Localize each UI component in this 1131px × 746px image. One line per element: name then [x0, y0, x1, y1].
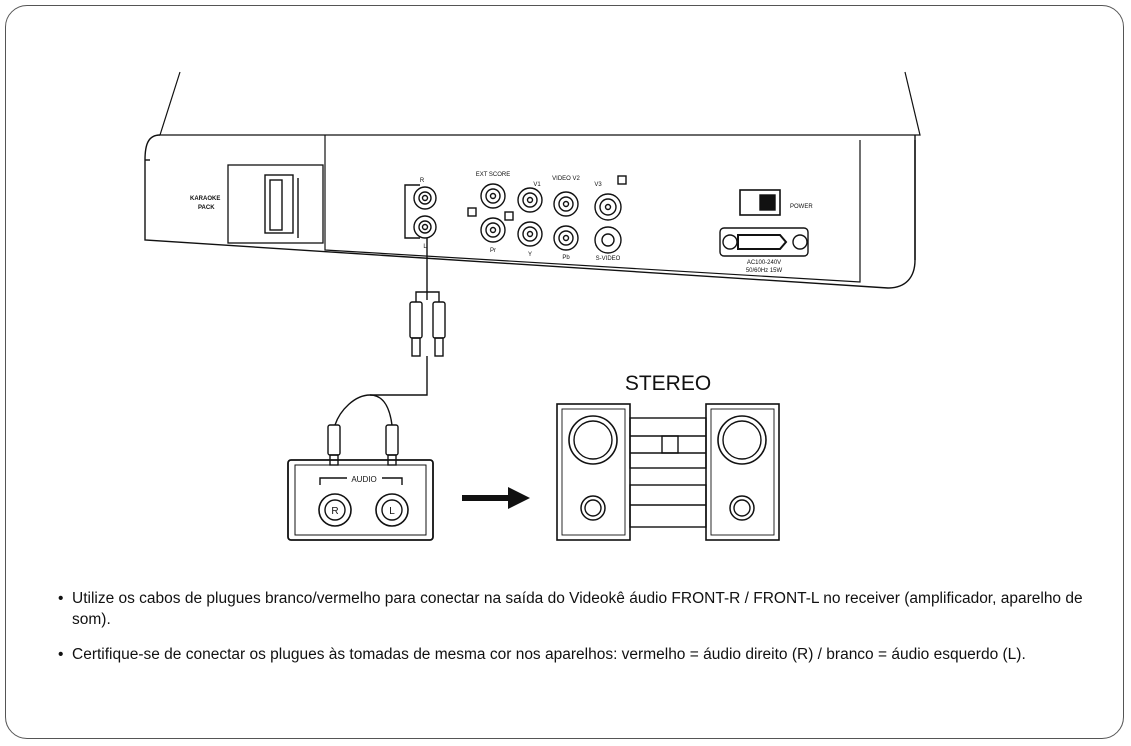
ac-rating-line2: 50/60Hz 15W: [746, 268, 783, 274]
figure-frame: [5, 5, 1124, 739]
svideo-label: S-VIDEO: [596, 256, 621, 262]
v3-label: V3: [594, 182, 602, 188]
y-label: Y: [528, 252, 532, 258]
ext-score-label: EXT SCORE: [476, 172, 511, 178]
port-l-label: L: [423, 244, 427, 250]
audio-plugs: [327, 424, 399, 466]
cable-lower: [334, 356, 428, 426]
karaoke-label-pack: PACK: [198, 205, 215, 211]
video-v2-label: VIDEO V2: [552, 176, 580, 182]
instruction-item: • Utilize os cabos de plugues branco/verm…: [58, 588, 1108, 630]
instruction-text: Certifique-se de conectar os plugues às …: [72, 646, 1026, 663]
rca-plug-pair: [409, 291, 446, 357]
rca-jacks: [413, 175, 627, 254]
ac-rating-line1: AC100-240V: [747, 260, 781, 266]
audio-panel: [287, 459, 434, 541]
v1-label: V1: [533, 182, 541, 188]
videoke-rear-panel: [144, 71, 921, 289]
pb-label: Pb: [562, 255, 570, 261]
audio-l-label: L: [389, 506, 395, 517]
port-r-label: R: [420, 178, 425, 184]
audio-panel-title: AUDIO: [351, 475, 376, 484]
stereo-label: STEREO: [625, 372, 711, 395]
pr-label: Pr: [490, 248, 496, 254]
connection-diagram: KARAOKE PACK R L EXT SCORE Pr V1 Y VIDEO…: [144, 71, 921, 541]
power-label: POWER: [790, 204, 813, 210]
audio-r-label: R: [331, 506, 338, 517]
stereo-system: [556, 403, 780, 541]
bullet-icon: •: [58, 590, 64, 607]
karaoke-label-line: KARAOKE: [190, 196, 220, 202]
instruction-text: Utilize os cabos de plugues branco/verme…: [72, 590, 1083, 628]
instruction-item: • Certifique-se de conectar os plugues às…: [58, 644, 1108, 665]
bullet-icon: •: [58, 646, 64, 663]
instruction-list: • Utilize os cabos de plugues branco/verm…: [58, 588, 1108, 679]
